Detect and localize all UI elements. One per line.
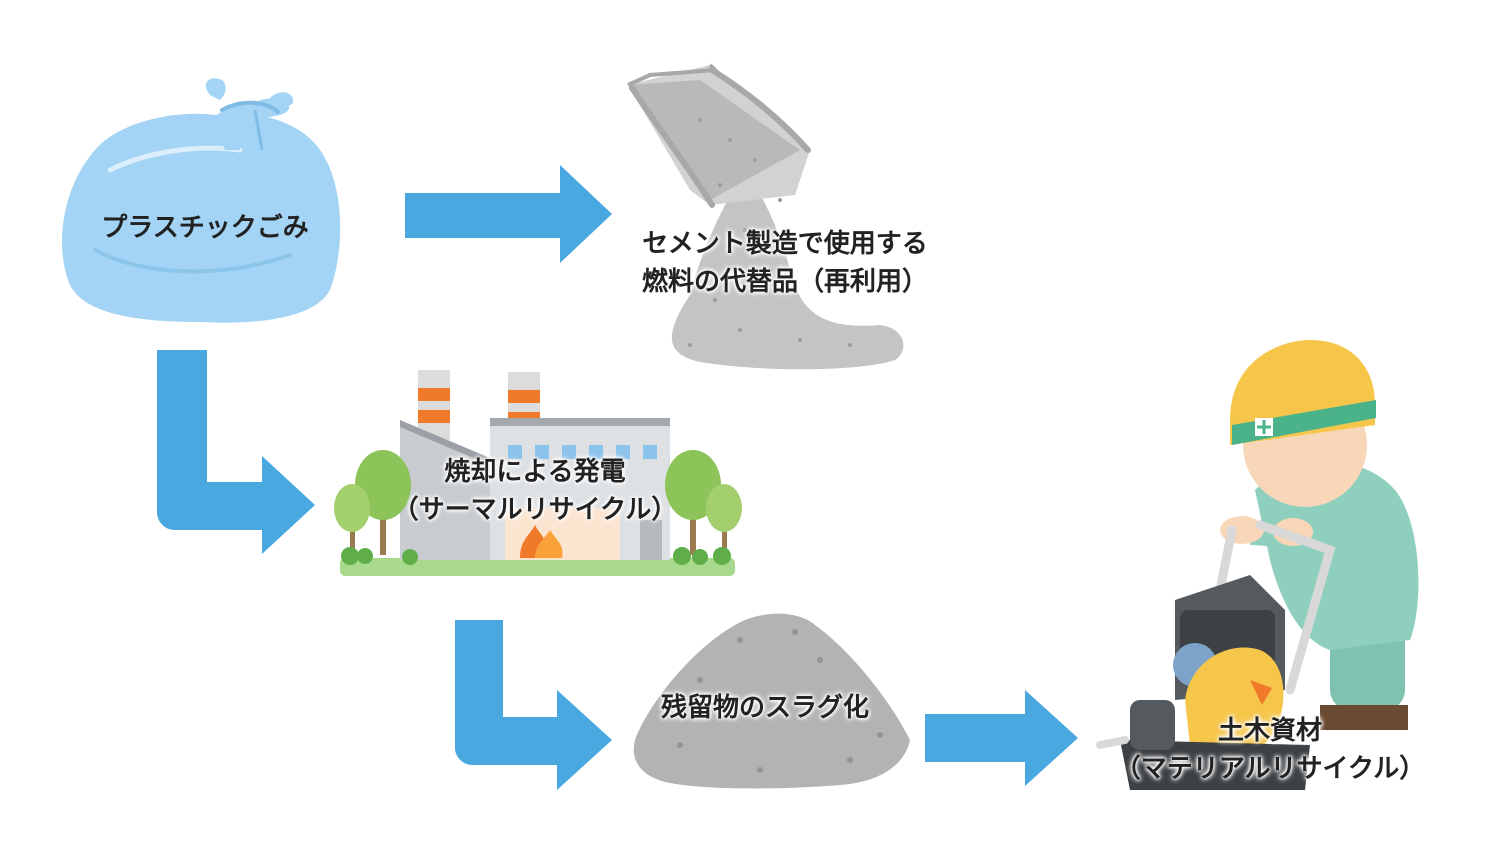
plate-compactor-icon bbox=[1096, 520, 1336, 790]
plastic-waste-text: プラスチックごみ bbox=[101, 213, 309, 243]
cement-fuel-line2: 燃料の代替品（再利用） bbox=[641, 266, 928, 297]
arrow-to-civil-material bbox=[925, 690, 1078, 786]
construction-worker-icon bbox=[1220, 340, 1419, 730]
incineration-line2: （サーマルリサイクル） bbox=[392, 494, 678, 525]
factory-icon bbox=[334, 370, 742, 576]
incineration-label: 焼却による発電 （サーマルリサイクル） bbox=[385, 454, 685, 529]
civil-material-line1: 土木資材 bbox=[1217, 716, 1322, 746]
incineration-line1: 焼却による発電 bbox=[444, 457, 626, 487]
civil-material-label: 土木資材 （マテリアルリサイクル） bbox=[1090, 713, 1450, 788]
slag-pile-icon bbox=[633, 613, 910, 789]
slag-label: 残留物のスラグ化 bbox=[620, 690, 910, 728]
cement-fuel-line1: セメント製造で使用する bbox=[642, 229, 928, 259]
plastic-waste-label: プラスチックごみ bbox=[70, 210, 340, 248]
cement-fuel-label: セメント製造で使用する 燃料の代替品（再利用） bbox=[610, 226, 960, 301]
plastic-bag-icon bbox=[62, 78, 341, 323]
cement-chute-icon bbox=[627, 63, 904, 370]
civil-material-line2: （マテリアルリサイクル） bbox=[1114, 753, 1426, 784]
arrow-to-incineration bbox=[157, 350, 315, 554]
arrow-to-cement bbox=[405, 165, 612, 263]
arrow-to-slag bbox=[455, 620, 612, 790]
slag-text: 残留物のスラグ化 bbox=[660, 693, 869, 723]
